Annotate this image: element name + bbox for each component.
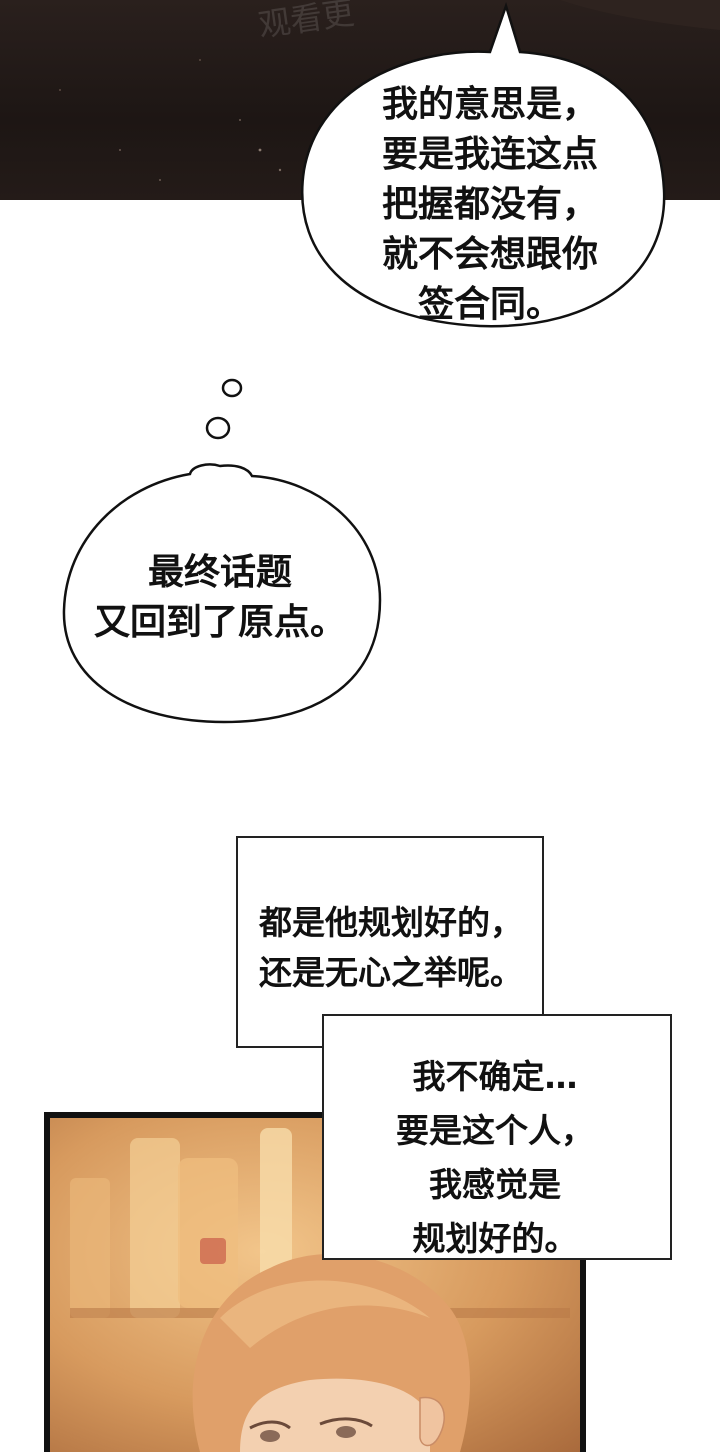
speech-line: 把握都没有， [381, 184, 598, 225]
narration-box-joint [238, 1014, 322, 1046]
narration-text: 我不确定… 要是这个人， 我感觉是 规划好的。 [340, 1050, 650, 1266]
narration-line: 都是他规划好的， [259, 903, 523, 942]
narration-line: 我感觉是 [429, 1165, 561, 1204]
speech-line: 就不会想跟你 [381, 234, 598, 275]
narration-box-joint [324, 1016, 542, 1046]
narration-line: 要是这个人， [396, 1111, 594, 1150]
speech-bubble-shape [301, 1, 666, 328]
thought-bubble-text: 最终话题 又回到了原点。 [70, 548, 370, 648]
bar-scene [50, 1118, 580, 1452]
narration-line: 还是无心之举呢。 [259, 953, 523, 992]
thought-line: 又回到了原点。 [93, 602, 346, 643]
narration-box [236, 836, 544, 1048]
narration-box [322, 1014, 672, 1260]
narration-line: 我不确定… [412, 1057, 578, 1096]
narration-line: 规划好的。 [412, 1219, 578, 1258]
character-panel [44, 1112, 586, 1452]
thought-dot-medium [205, 416, 231, 440]
thought-line: 最终话题 [147, 552, 292, 593]
speech-line: 签合同。 [417, 284, 562, 325]
speech-line: 要是我连这点 [381, 134, 598, 175]
thought-bubble-shape [62, 463, 382, 724]
speech-bubble-text: 我的意思是， 要是我连这点 把握都没有， 就不会想跟你 签合同。 [340, 80, 640, 330]
thought-dot-small [221, 378, 243, 398]
narration-text: 都是他规划好的， 还是无心之举呢。 [236, 898, 546, 998]
speech-line: 我的意思是， [381, 84, 598, 125]
scene-illustration [70, 1128, 570, 1452]
